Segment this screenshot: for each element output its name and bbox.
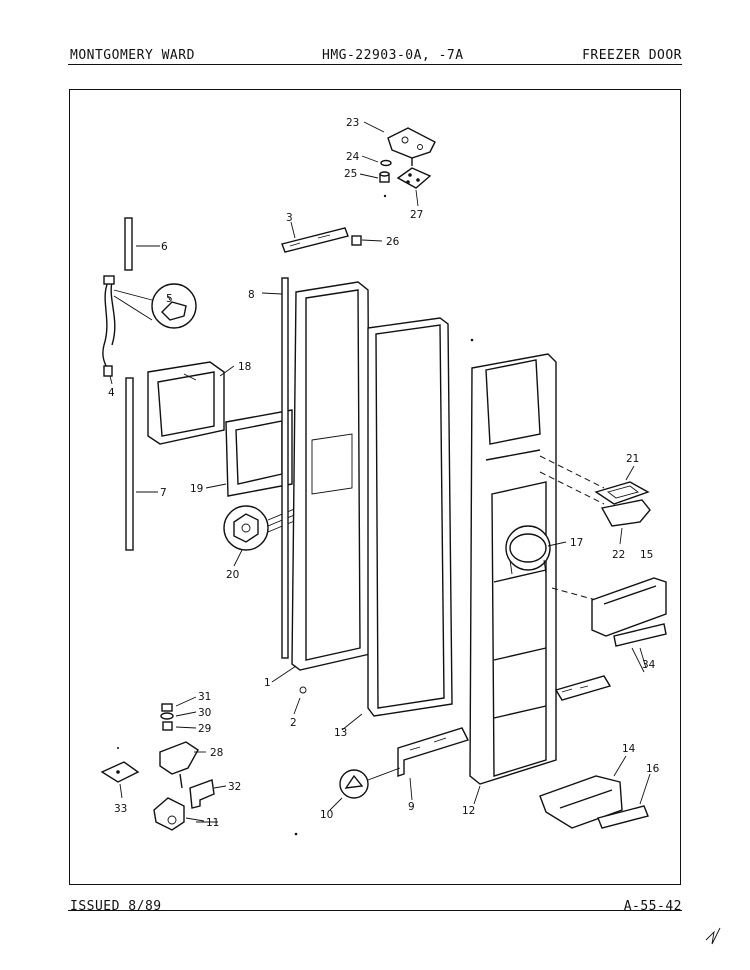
- part-28-bottom-hinge: [159, 741, 199, 789]
- callout-28: 28: [210, 747, 223, 759]
- part-21-chute-cover: [594, 481, 650, 505]
- callout-13: 13: [334, 727, 347, 739]
- part-8-vertical-strip: [281, 277, 289, 659]
- callout-18: 18: [238, 361, 251, 373]
- part-15-shelf-bin: [591, 577, 667, 637]
- callout-19: 19: [190, 483, 203, 495]
- footer-rule: [68, 910, 682, 911]
- callout-34: 34: [642, 659, 656, 671]
- part-20-knob-detail: [223, 499, 317, 551]
- callout-17: 17: [570, 537, 583, 549]
- leader-lines: [109, 121, 651, 823]
- part-17-motor-cylinder: [509, 533, 547, 575]
- callout-31: 31: [198, 691, 211, 703]
- header-model: HMG-22903-0A, -7A: [322, 48, 464, 63]
- part-30-washer: [160, 712, 174, 720]
- part-7-trim-strip: [125, 377, 134, 551]
- part-32-bracket: [189, 779, 215, 809]
- part-4-wire-harness: [102, 275, 153, 377]
- callout-11: 11: [206, 817, 219, 829]
- header-rule: [68, 64, 682, 65]
- callout-24: 24: [346, 151, 360, 163]
- callout-23: 23: [346, 117, 359, 129]
- callout-27: 27: [410, 209, 423, 221]
- part-13-inner-liner: [367, 317, 453, 717]
- callout-3: 3: [286, 212, 293, 224]
- diagram-frame: [69, 89, 681, 885]
- callout-10: 10: [320, 809, 333, 821]
- callout-1: 1: [264, 677, 271, 689]
- callout-29: 29: [198, 723, 211, 735]
- part-12-door-liner: [469, 353, 557, 785]
- footer-issued: ISSUED 8/89: [70, 899, 162, 914]
- part-18-dispenser-frame: [147, 361, 225, 445]
- part-29-bushing: [162, 721, 173, 731]
- part-23-top-hinge: [387, 127, 436, 166]
- callout-26: 26: [386, 236, 400, 248]
- part-14-bottom-bin: [539, 775, 623, 829]
- part-25-bushing: [379, 171, 390, 198]
- part-22-chute-door: [600, 499, 651, 527]
- part-3-door-cap: [281, 227, 349, 253]
- corner-mark: [705, 927, 721, 945]
- part-16-trim-strip: [597, 805, 649, 829]
- dash-21: [539, 455, 605, 489]
- callout-32: 32: [228, 781, 241, 793]
- callout-4: 4: [108, 387, 115, 399]
- callout-14: 14: [622, 743, 636, 755]
- callout-21: 21: [626, 453, 639, 465]
- callout-33: 33: [114, 803, 127, 815]
- part-9-lower-rail: [397, 727, 469, 777]
- part-26-plug: [351, 235, 362, 246]
- callout-9: 9: [408, 801, 415, 813]
- part-24-washer: [380, 159, 392, 167]
- shelf-rail: [554, 675, 612, 701]
- callout-6: 6: [161, 241, 168, 253]
- callout-20: 20: [226, 569, 239, 581]
- part-10-bracket-detail: [339, 767, 401, 799]
- callout-25: 25: [344, 168, 357, 180]
- dash-22: [539, 471, 605, 505]
- part-34-trim-strip: [613, 623, 667, 647]
- callout-7: 7: [160, 487, 167, 499]
- part-5-switch-detail: [151, 283, 197, 329]
- callout-12: 12: [462, 805, 475, 817]
- part-11-pivot-block: [153, 797, 185, 831]
- header-section: FREEZER DOOR: [582, 48, 682, 63]
- part-33-hinge-plate: [100, 761, 140, 783]
- callout-30: 30: [198, 707, 211, 719]
- dash-15: [551, 587, 597, 601]
- header-brand: MONTGOMERY WARD: [70, 48, 195, 63]
- callout-8: 8: [248, 289, 255, 301]
- callout-16: 16: [646, 763, 660, 775]
- part-1-door-outer-panel: [291, 281, 371, 671]
- part-31-nut: [161, 703, 173, 712]
- callout-22: 22: [612, 549, 625, 561]
- part-2-clip: [299, 686, 307, 694]
- callout-2: 2: [290, 717, 297, 729]
- part-27-hinge-plate: [396, 167, 432, 189]
- footer-page-code: A-55-42: [623, 899, 682, 914]
- callout-15: 15: [640, 549, 653, 561]
- callout-5: 5: [166, 293, 173, 305]
- part-6-trim-strip: [124, 217, 133, 271]
